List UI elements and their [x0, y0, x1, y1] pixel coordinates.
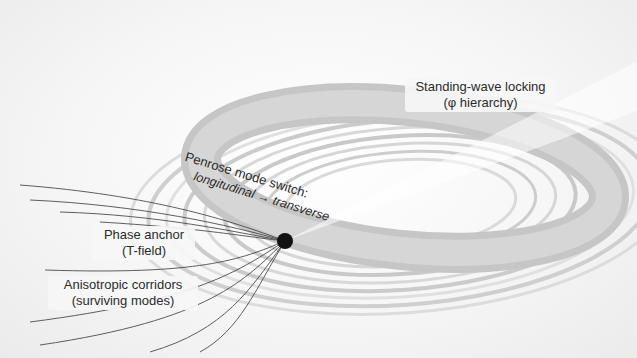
annotation-label: Standing-wave locking (φ hierarchy): [405, 78, 556, 112]
annotation-label: Anisotropic corridors (surviving modes): [48, 276, 198, 310]
annotation-label: Phase anchor (T-field): [93, 226, 195, 260]
